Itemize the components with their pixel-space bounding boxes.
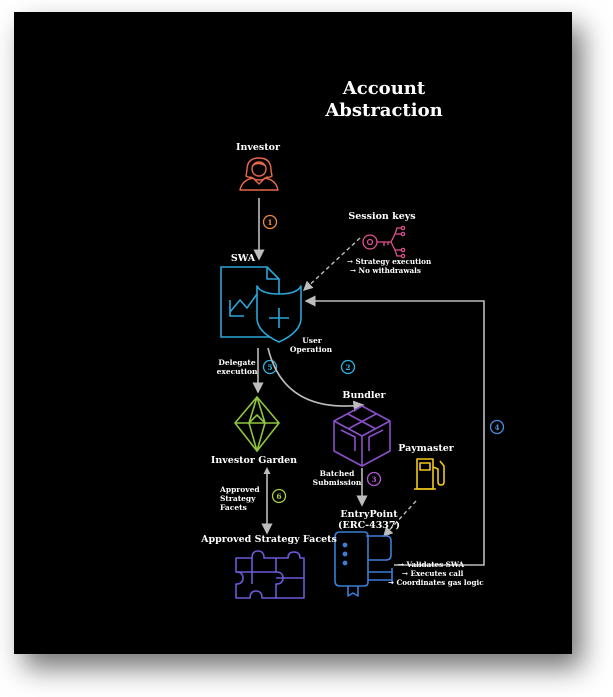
batched-label-1: Batched	[320, 469, 355, 478]
diagram-card: Account Abstraction Investor 1 Session k…	[14, 12, 572, 654]
title-line-2: Abstraction	[324, 100, 442, 121]
step-2-badge	[340, 359, 356, 375]
session-keys-label: Session keys	[348, 211, 415, 222]
edge-swa-bundler	[267, 347, 365, 412]
edge-entry-swa-return	[304, 295, 485, 566]
batched-label-2: Submission	[313, 478, 362, 487]
entry-note-1: → Validates SWA	[398, 560, 464, 569]
entrypoint-label-2: (ERC-4337)	[338, 520, 400, 531]
step-2-number: 2	[345, 363, 350, 372]
entrypoint-label-1: EntryPoint	[340, 509, 398, 520]
puzzle-pieces-icon	[235, 550, 305, 599]
approved-label-3: Facets	[220, 503, 247, 512]
step-4-badge	[489, 419, 505, 435]
step-5-badge	[262, 359, 278, 375]
user-operation-label-2: Operation	[290, 345, 333, 354]
edge-garden-facets-head-up	[263, 467, 271, 474]
bundler-label: Bundler	[342, 390, 386, 401]
approved-label-2: Strategy	[220, 494, 256, 503]
session-note-2: → No withdrawals	[350, 266, 421, 275]
step-5-number: 5	[267, 363, 272, 372]
delegate-label-2: execution	[217, 367, 258, 376]
step-3-number: 3	[371, 475, 376, 484]
edge-paymaster-entrypoint	[383, 500, 417, 538]
fuel-pump-icon	[414, 458, 445, 490]
step-3-badge	[366, 471, 382, 487]
swa-label: SWA	[231, 253, 256, 264]
investor-garden-label: Investor Garden	[211, 455, 297, 466]
paymaster-label: Paymaster	[398, 443, 455, 454]
investor-icon	[239, 157, 279, 191]
step-1-number: 1	[267, 218, 272, 227]
investor-label: Investor	[236, 142, 281, 153]
step-1-badge	[262, 214, 278, 230]
key-network-icon	[362, 225, 406, 259]
diagram-canvas: Account Abstraction Investor 1 Session k…	[200, 78, 505, 599]
approved-label-1: Approved	[219, 485, 260, 494]
step-6-number: 6	[276, 492, 281, 501]
edge-session-swa	[302, 237, 361, 291]
step-6-badge	[271, 488, 287, 504]
approved-facets-label: Approved Strategy Facets	[200, 534, 337, 545]
session-note-1: → Strategy execution	[347, 257, 432, 266]
entry-note-2: → Executes call	[402, 569, 464, 578]
bundle-cube-icon	[333, 405, 391, 467]
user-operation-label-1: User	[302, 336, 323, 345]
smart-wallet-icon	[220, 266, 302, 343]
step-4-number: 4	[494, 423, 499, 432]
diamond-gem-icon	[234, 396, 280, 452]
entrypoint-contract-icon	[334, 531, 393, 597]
title-line-1: Account	[342, 78, 426, 99]
delegate-label-1: Delegate	[218, 358, 255, 367]
entry-note-3: → Coordinates gas logic	[388, 578, 484, 587]
